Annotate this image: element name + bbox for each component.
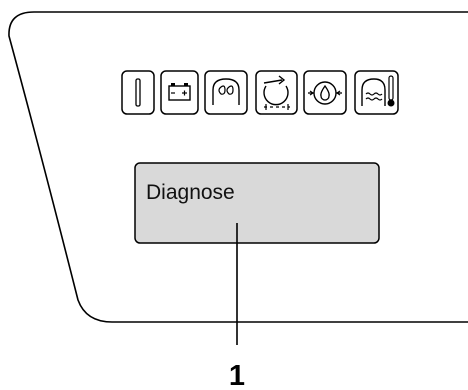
panel-outline bbox=[8, 11, 468, 323]
callout-number: 1 bbox=[229, 360, 245, 390]
indicator-row bbox=[121, 70, 399, 115]
battery-charge-indicator-icon bbox=[160, 70, 199, 115]
display-text: Diagnose bbox=[146, 181, 235, 204]
oil-pressure-indicator-icon bbox=[303, 70, 347, 115]
ignition-indicator-icon bbox=[121, 70, 155, 115]
coolant-temperature-indicator-icon bbox=[354, 70, 399, 115]
glow-plug-indicator-icon bbox=[204, 70, 248, 115]
text-display bbox=[134, 162, 380, 244]
engine-preheat-indicator-icon bbox=[255, 70, 298, 115]
